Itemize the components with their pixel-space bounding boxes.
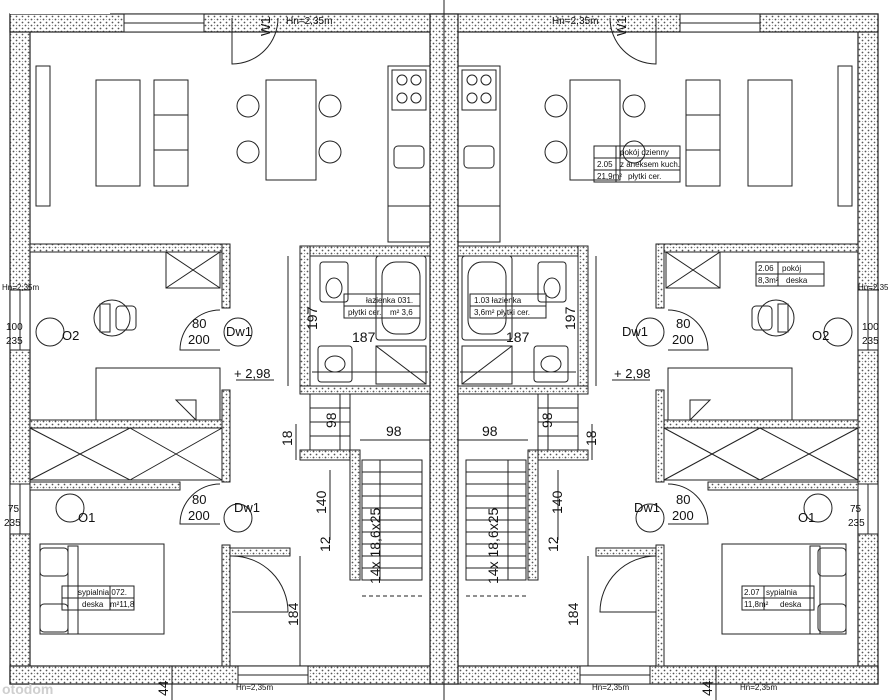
left-bath-floor: płytki cer.	[348, 308, 381, 317]
right-living-num: 2.05	[597, 160, 613, 169]
right-bedroom-floor: deska	[780, 600, 802, 609]
bathroom-fixtures-right	[461, 255, 569, 385]
dim-98-horiz-left: 98	[386, 423, 402, 439]
size-win-w-right: 100	[862, 322, 879, 333]
level-top-left: Hn=2,35m	[286, 16, 332, 27]
size-w-room-right: 80	[676, 316, 690, 331]
dim-98-vert-left: 98	[323, 412, 339, 428]
dim-44-right: 44	[699, 680, 715, 696]
level-bottom-right-2: Hn=2,35m	[740, 683, 777, 692]
dim-98-horiz-right: 98	[482, 423, 498, 439]
stairs-spec-left: 14x 18,6x25	[367, 508, 383, 584]
dim-12-left: 12	[317, 536, 333, 552]
level-bottom-right: Hn=2,35m	[592, 683, 629, 692]
dim-197-right: 197	[562, 306, 578, 330]
mark-dw1-room-right: Dw1	[622, 324, 648, 339]
dimension-lines	[171, 256, 717, 700]
dim-18-right: 18	[583, 430, 599, 446]
right-living-floor: płytki cer.	[628, 172, 661, 181]
right-room-num: 2.06	[758, 264, 774, 273]
dim-44-left: 44	[155, 680, 171, 696]
level-bottom-left: Hn=2,35m	[236, 683, 273, 692]
size-win-w-left: 100	[6, 322, 23, 333]
size-h-bed-right: 200	[672, 508, 694, 523]
mark-o2-right: O2	[812, 328, 829, 343]
right-room-name: pokój	[782, 264, 801, 273]
size-h-bed-left: 200	[188, 508, 210, 523]
dim-184-left: 184	[285, 602, 301, 626]
dim-140-left: 140	[313, 490, 329, 514]
left-bath-area: m² 3,6	[390, 308, 413, 317]
room-furniture-right	[635, 251, 859, 481]
bedroom-furniture-left	[39, 493, 253, 635]
mark-dw1-bed-left: Dw1	[234, 500, 260, 515]
size-win2-w-right: 75	[850, 504, 862, 515]
mark-dw1-bed-right: Dw1	[634, 500, 660, 515]
left-bedroom-name: sypialnia 072.	[78, 588, 127, 597]
bedroom-furniture-right	[635, 493, 847, 635]
right-living-name: pokój dzienny	[620, 148, 669, 157]
left-bath-name: łazienka 031.	[366, 296, 413, 305]
size-w-bed-left: 80	[192, 492, 206, 507]
dim-184-right: 184	[565, 602, 581, 626]
stairs-spec-right: 14x 18,6x25	[485, 508, 501, 584]
label-boxes	[61, 145, 825, 611]
size-win-h-right: 235	[862, 336, 879, 347]
left-bedroom-area: m²11,8	[110, 600, 135, 609]
windows	[9, 0, 879, 685]
mark-dw1-room-left: Dw1	[226, 324, 252, 339]
staircase-right	[465, 393, 579, 597]
mark-o1-right: O1	[798, 510, 815, 525]
mark-o1-left: O1	[78, 510, 95, 525]
mark-w1-right: W1	[614, 17, 629, 37]
size-win2-h-left: 235	[4, 518, 21, 529]
dim-197-left: 197	[304, 306, 320, 330]
level-side-right: Hn=2,35m	[858, 283, 888, 292]
partitions	[29, 243, 859, 667]
door-swings	[179, 17, 709, 613]
size-win2-w-left: 75	[8, 504, 20, 515]
right-bath-details: 3,6m² płytki cer.	[474, 308, 530, 317]
size-h-room-left: 200	[188, 332, 210, 347]
living-furniture-right	[457, 65, 853, 243]
bathroom-fixtures-left	[317, 255, 427, 385]
size-w-bed-right: 80	[676, 492, 690, 507]
dim-140-right: 140	[549, 490, 565, 514]
living-furniture-left	[35, 65, 431, 243]
right-room-floor: deska	[786, 276, 808, 285]
size-h-room-right: 200	[672, 332, 694, 347]
right-bedroom-area: 11,8m²	[744, 600, 769, 609]
left-bedroom-floor: deska	[82, 600, 104, 609]
room-furniture-left	[29, 251, 253, 481]
dim-187-right: 187	[506, 329, 530, 345]
right-bedroom-name: sypialnia	[766, 588, 798, 597]
dim-18-left: 18	[279, 430, 295, 446]
level-top-right: Hn=2,35m	[552, 16, 598, 27]
level-side-left: Hn=2,35m	[2, 283, 39, 292]
watermark-text: otodom	[2, 681, 53, 697]
labels: Hn=2,35m Hn=2,35m Hn=2,35m Hn=2,35m Hn=2…	[2, 16, 888, 697]
right-bedroom-num: 2.07	[744, 588, 760, 597]
right-bath-name: 1.03 łazienka	[474, 296, 522, 305]
dim-98-vert-right: 98	[539, 412, 555, 428]
right-living-area: 21,9m²	[597, 172, 622, 181]
size-win2-h-right: 235	[848, 518, 865, 529]
dim-187-left: 187	[352, 329, 376, 345]
staircase-left	[309, 393, 423, 597]
dim-12-right: 12	[545, 536, 561, 552]
floor-level-left: + 2,98	[234, 366, 271, 381]
floor-level-right: + 2,98	[614, 366, 651, 381]
mark-w1-left: W1	[258, 17, 273, 37]
size-w-room-left: 80	[192, 316, 206, 331]
right-room-area: 8,3m²	[758, 276, 779, 285]
right-living-name2: z aneksem kuch.	[620, 160, 680, 169]
size-win-h-left: 235	[6, 336, 23, 347]
mark-o2-left: O2	[62, 328, 79, 343]
